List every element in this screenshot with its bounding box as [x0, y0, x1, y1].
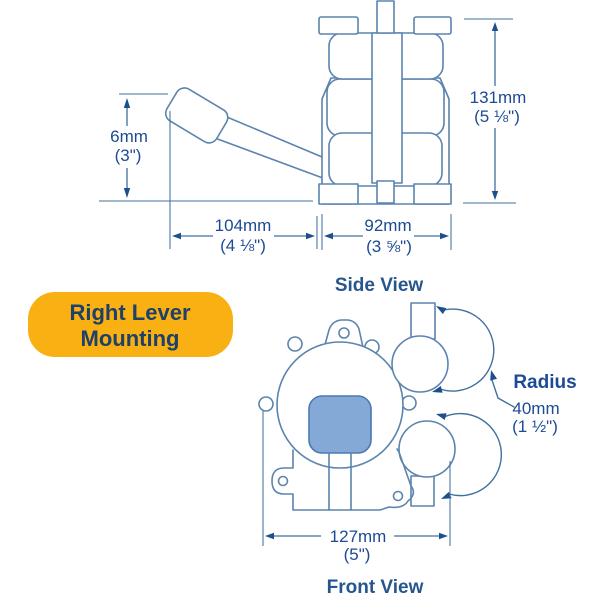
radius-label: Radius — [513, 372, 576, 393]
arrowhead-right — [306, 232, 315, 240]
side-view-label: Side View — [335, 275, 424, 296]
arc-arrowhead — [432, 386, 443, 393]
sweep-arc-bottom — [443, 412, 502, 497]
port-circle-bottom — [398, 420, 456, 478]
base-ear-hole-right — [392, 490, 404, 502]
arrowhead-left — [265, 532, 274, 540]
arrowhead-right — [439, 532, 448, 540]
badge-line1: Right Lever — [69, 300, 190, 325]
side-foot-left — [318, 183, 359, 205]
side-view-drawing — [164, 0, 452, 205]
dim-height-in: (5 ⅛") — [474, 107, 520, 126]
dim-front-width-mm: 127mm — [330, 527, 387, 546]
radius-leader-line — [491, 379, 515, 408]
arrowhead-right — [440, 232, 449, 240]
side-foot-right — [413, 183, 452, 205]
boss-upper-left — [287, 336, 303, 352]
base-ear-hole-left — [277, 475, 289, 487]
dim-reach-mm: 104mm — [215, 216, 272, 235]
arc-arrowhead — [436, 413, 447, 420]
radius-sweep-arrows: Radius 40mm (1 ½") — [432, 306, 577, 499]
port-circle-top — [391, 335, 449, 393]
top-tab-hole — [338, 327, 350, 339]
front-view-drawing — [258, 302, 456, 511]
boss-left — [258, 396, 274, 412]
dim-lever-in: (3") — [115, 146, 142, 165]
port-pipe-bottom — [410, 475, 435, 507]
arrowhead-left — [324, 232, 333, 240]
side-bottom-stub — [376, 180, 395, 204]
side-center-column — [371, 32, 403, 184]
dim-lever-reach: 104mm (4 ⅛") — [169, 111, 318, 255]
radius-in: (1 ½") — [512, 417, 558, 436]
leader-arrowhead — [490, 370, 497, 381]
side-tab-right — [413, 16, 452, 35]
arrowhead-up — [123, 98, 131, 108]
right-lever-mounting-badge: Right Lever Mounting — [28, 292, 233, 357]
arrowhead-down — [491, 191, 499, 200]
radius-mm: 40mm — [512, 399, 559, 418]
front-view-label: Front View — [327, 577, 424, 598]
arrowhead-left — [172, 232, 181, 240]
arc-arrowhead — [441, 491, 452, 499]
arc-arrowhead — [436, 306, 447, 315]
side-tab-left — [318, 16, 359, 35]
dim-lever-mm: 6mm — [110, 127, 148, 146]
dim-front-width: 127mm (5") — [262, 411, 451, 564]
port-pipe-top — [410, 302, 436, 340]
arrowhead-up — [491, 22, 499, 31]
sweep-arc-top — [439, 308, 495, 392]
dim-body-height: 131mm (5 ⅛") — [463, 18, 527, 204]
arrowhead-down — [123, 188, 131, 198]
lever-grip — [164, 87, 229, 144]
dim-front-width-in: (5") — [344, 545, 371, 564]
front-base-plate — [271, 448, 415, 511]
lever-pad — [308, 395, 372, 454]
dim-width-mm: 92mm — [364, 216, 411, 235]
boss-right — [401, 395, 417, 411]
dim-body-width: 92mm (3 ⅝") — [321, 214, 452, 256]
badge-background — [28, 292, 233, 357]
dim-reach-in: (4 ⅛") — [220, 236, 266, 255]
badge-line2: Mounting — [81, 326, 180, 351]
dim-height-mm: 131mm — [470, 88, 527, 107]
dim-lever-height: 6mm (3") — [99, 93, 313, 202]
dim-width-in: (3 ⅝") — [366, 237, 412, 256]
side-top-stub — [376, 0, 395, 34]
